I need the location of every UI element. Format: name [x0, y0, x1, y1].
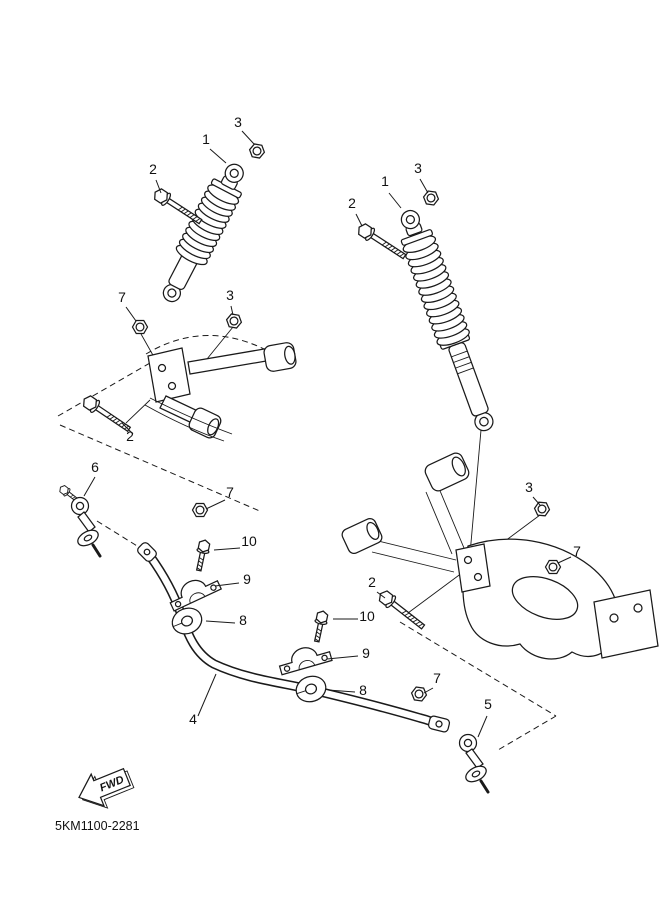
arm-bushing-cylinder — [263, 342, 297, 372]
callout-label: 1 — [202, 131, 210, 147]
callout-label: 2 — [149, 161, 157, 177]
arm-nut — [533, 501, 551, 517]
callout-label: 3 — [414, 160, 422, 176]
callout-label: 2 — [126, 428, 134, 444]
arm-pivot-bolt — [375, 587, 428, 634]
bar-end-tab — [427, 715, 451, 733]
shock-top-nut — [422, 189, 440, 207]
arm-nut — [224, 312, 244, 330]
callout-leader-lines — [83, 130, 572, 738]
clamp-bolt — [192, 538, 212, 573]
flange-nut — [191, 502, 209, 518]
stabilizer-link-left — [57, 483, 102, 558]
assembly-dashed-lines — [57, 335, 557, 751]
callout-label: 6 — [91, 459, 99, 475]
stabilizer-bar-assembly — [137, 502, 451, 733]
callout-label: 3 — [226, 287, 234, 303]
callout-label: 4 — [189, 711, 197, 727]
left-shock-absorber — [162, 163, 244, 303]
rear-arm-assembly — [341, 452, 659, 660]
callout-label: 3 — [234, 114, 242, 130]
callout-labels: 3 1 2 1 3 2 7 3 2 6 7 10 9 8 10 9 8 4 7 … — [91, 114, 581, 727]
callout-label: 7 — [573, 543, 581, 559]
arm-pivot-bushing — [424, 452, 470, 492]
right-shock-absorber — [400, 209, 494, 432]
callout-label: 9 — [243, 571, 251, 587]
axis-lines — [125, 326, 553, 614]
callout-label: 8 — [239, 612, 247, 628]
callout-label: 1 — [381, 173, 389, 189]
callout-label: 5 — [484, 696, 492, 712]
arm-pivot-bushing — [341, 517, 383, 555]
stabilizer-link-right — [458, 733, 490, 794]
front-arm-assembly — [144, 342, 297, 442]
arm-nut — [131, 319, 149, 335]
arm-pivot-bolt — [79, 392, 134, 436]
callout-label: 2 — [348, 195, 356, 211]
callout-label: 9 — [362, 645, 370, 661]
callout-label: 3 — [525, 479, 533, 495]
callout-label: 8 — [359, 682, 367, 698]
fwd-arrow: FWD — [78, 767, 135, 809]
part-number: 5KM1100-2281 — [55, 819, 140, 833]
callout-label: 10 — [241, 533, 257, 549]
clamp-bolt — [310, 609, 330, 644]
callout-label: 10 — [359, 608, 375, 624]
callout-label: 7 — [118, 289, 126, 305]
bar-rubber-bushing — [292, 671, 330, 707]
bar-end-tab — [137, 542, 157, 562]
callout-label: 2 — [368, 574, 376, 590]
callout-label: 7 — [226, 484, 234, 500]
shock-top-nut — [247, 142, 267, 160]
bar-clamp-bracket — [275, 640, 333, 676]
callout-label: 7 — [433, 670, 441, 686]
flange-nut — [410, 685, 428, 703]
arm-oval-opening — [511, 576, 579, 620]
shock-mount-bolt — [354, 220, 409, 264]
shock-mount-bolt — [150, 185, 205, 229]
